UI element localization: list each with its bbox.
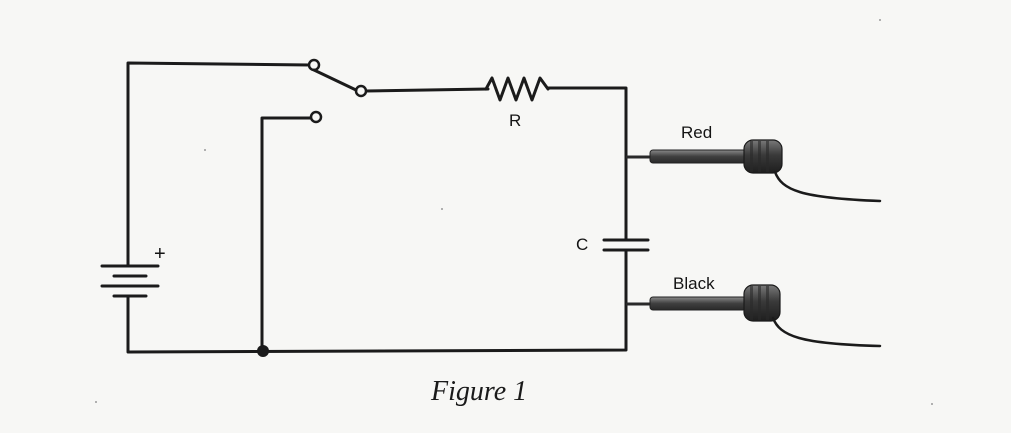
black-probe: Black <box>626 274 882 348</box>
switch-contact-bottom <box>309 110 323 124</box>
switch-contact-top <box>307 58 321 72</box>
scan-specks <box>95 19 933 405</box>
red-probe: Red <box>626 123 882 203</box>
battery: + <box>100 243 166 298</box>
figure-caption: Figure 1 <box>430 376 527 407</box>
wire-switch-to-resistor <box>364 87 490 93</box>
wire-left-top <box>126 61 312 259</box>
switch-lever <box>312 68 358 92</box>
wire-inner-vertical <box>260 116 312 354</box>
switch-pivot <box>354 84 368 98</box>
resistor: R <box>484 76 550 130</box>
wires <box>126 61 628 354</box>
junction-node <box>257 345 269 357</box>
resistor-label: R <box>509 111 521 130</box>
black-probe-label: Black <box>673 274 715 293</box>
battery-polarity-label: + <box>154 243 166 265</box>
wire-resistor-to-capacitor <box>546 86 628 242</box>
capacitor: C <box>576 235 650 254</box>
wire-left-bottom <box>126 294 628 354</box>
red-probe-label: Red <box>681 123 712 142</box>
capacitor-label: C <box>576 235 588 254</box>
spdt-switch <box>307 58 368 124</box>
